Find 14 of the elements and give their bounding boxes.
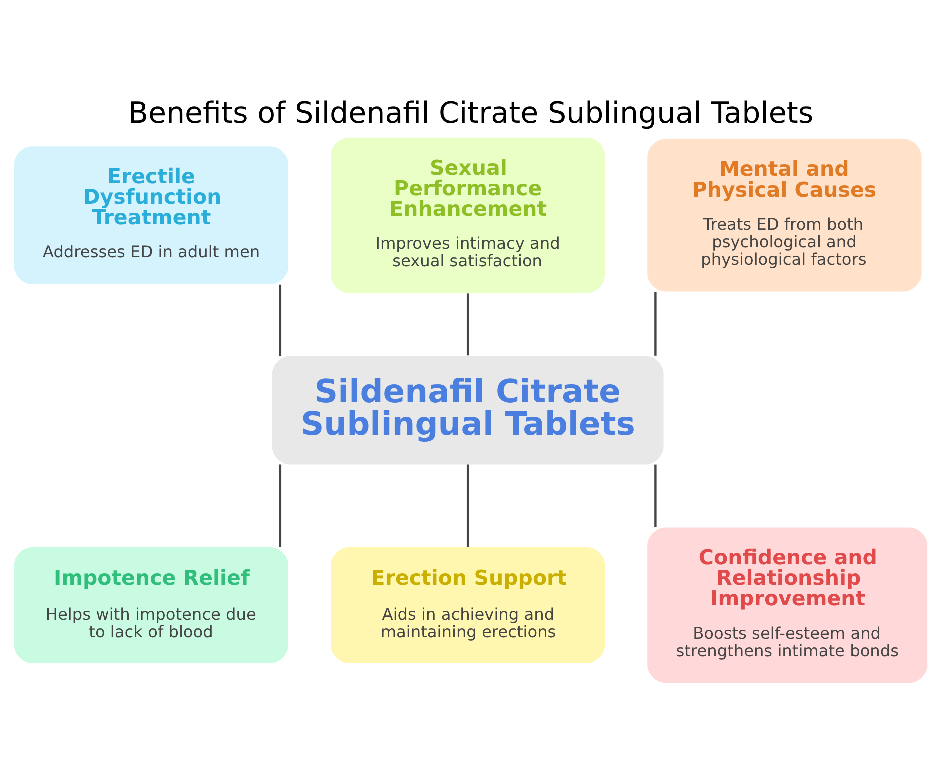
node-box: Erection Support Aids in achieving and maintaining erections bbox=[331, 548, 606, 664]
node-box: Erectile Dysfunction Treatment Addresses ED in adult men bbox=[14, 146, 288, 284]
node-box: Confidence and Relationship Improvement Boosts self-esteem and strengthens intimate bonds bbox=[648, 528, 928, 684]
node-box: Sildenafil Citrate Sublingual Tablets bbox=[272, 356, 664, 465]
connector bbox=[654, 464, 657, 528]
diagram-title: Benefits of Sildenafil Citrate Sublingual Tablets bbox=[128, 96, 814, 130]
connector bbox=[654, 292, 657, 356]
connector bbox=[279, 284, 282, 356]
connector bbox=[466, 464, 470, 548]
connector bbox=[466, 294, 470, 356]
connector bbox=[279, 464, 282, 548]
node-box: Mental and Physical Causes Treats ED from both psychological and physiological factors bbox=[648, 139, 922, 292]
node-box: Sexual Performance Enhancement Improves intimacy and sexual satisfaction bbox=[331, 138, 606, 294]
node-box: Impotence Relief Helps with impotence due to lack of blood bbox=[14, 548, 288, 664]
